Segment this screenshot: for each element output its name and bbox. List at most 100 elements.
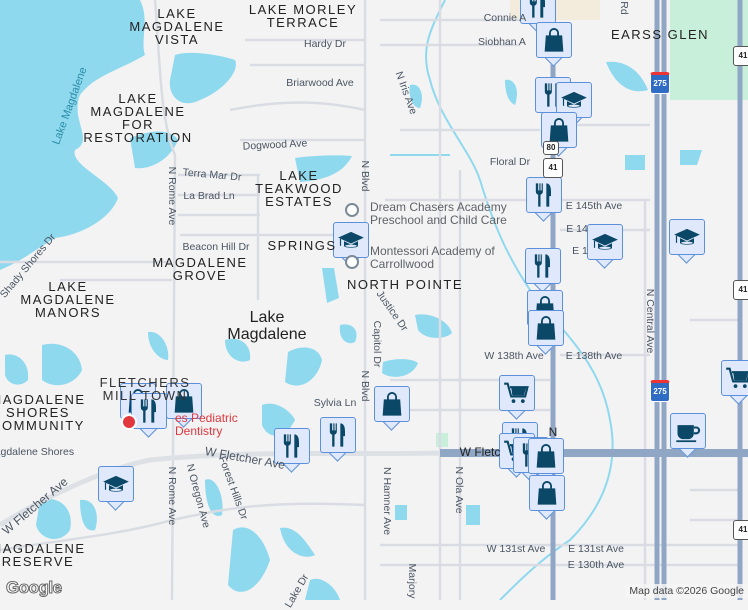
street-floral-dr: Floral Dr: [489, 156, 531, 168]
restaurant-marker[interactable]: [520, 0, 556, 33]
street-e-144: E 14: [566, 223, 588, 235]
pond: [680, 150, 702, 165]
park: [436, 433, 448, 447]
area-magdalene-grove: MAGDALENE GROVE: [152, 255, 248, 283]
shopping-icon: [533, 479, 561, 507]
pond: [395, 505, 407, 520]
pond: [228, 527, 270, 592]
pond: [148, 331, 169, 360]
area-north-pointe: NORTH POINTE: [347, 277, 463, 292]
street-rd: Rd: [618, 1, 630, 15]
pond: [169, 52, 236, 104]
shopping-marker[interactable]: [374, 386, 410, 431]
restaurant-marker[interactable]: [320, 417, 356, 462]
marker-box: [131, 393, 167, 429]
pond: [606, 61, 648, 92]
poi-dream-chasers-academy[interactable]: Dream Chasers Academy Preschool and Chil…: [370, 200, 507, 227]
shopping-icon: [545, 116, 573, 144]
marker-box: [526, 177, 562, 213]
shopping-icon: [532, 442, 560, 470]
street-la-brad-ln: La Brad Ln: [183, 190, 235, 202]
school-icon: [560, 86, 588, 114]
restaurant-icon: [324, 421, 352, 449]
school-marker[interactable]: [333, 222, 369, 267]
area-lake-teakwood-estates: LAKE TEAKWOOD ESTATES: [255, 168, 343, 209]
school-marker[interactable]: [669, 219, 705, 264]
street-e-145th-ave: E 145th Ave: [565, 200, 623, 212]
street-briarwood-ave: Briarwood Ave: [286, 77, 354, 89]
street-siobhan: Siobhan A: [478, 36, 526, 48]
us-41-shield-icon: 41: [543, 158, 563, 178]
school-marker[interactable]: [587, 224, 623, 269]
street-capitol-dr: Capitol Dr: [371, 320, 383, 368]
marker-box: [525, 248, 561, 284]
us-41-shield-icon: 41: [733, 280, 748, 300]
street-n: N: [548, 425, 558, 439]
restaurant-marker[interactable]: [131, 393, 167, 438]
street-connie: Connie A: [483, 12, 527, 24]
street-w-fletcher-ave-east: W Fletc: [459, 445, 501, 459]
shopping-marker[interactable]: [529, 475, 565, 520]
marker-box: [320, 417, 356, 453]
pond: [322, 268, 339, 303]
school-icon: [102, 470, 130, 498]
marker-box: [333, 222, 369, 258]
shopping-marker[interactable]: [528, 438, 564, 483]
street-e-130th-ave: E 130th Ave: [567, 559, 625, 571]
area-springs: SPRINGS: [267, 238, 337, 253]
restaurant-marker[interactable]: [274, 428, 310, 473]
shopping-marker[interactable]: [166, 383, 202, 428]
street-beacon-hill-dr: Beacon Hill Dr: [182, 241, 250, 253]
dentist-pin-icon[interactable]: [121, 414, 137, 430]
street-marjory: Marjory: [406, 563, 418, 599]
pond: [382, 359, 418, 377]
poi-pin-icon[interactable]: [345, 255, 359, 269]
arterial-roads: [0, 450, 441, 528]
area-lake-morley-terrace: LAKE MORLEY TERRACE: [248, 2, 358, 30]
pond: [625, 155, 645, 170]
cafe-marker[interactable]: [670, 413, 706, 458]
grocery-marker[interactable]: [721, 360, 748, 405]
poi-montessori-academy[interactable]: Montessori Academy of Carrollwood: [370, 244, 495, 271]
marker-box: [669, 219, 705, 255]
marker-box: [499, 375, 535, 411]
street-n-central-ave: N Central Ave: [644, 288, 656, 354]
marker-box: [520, 0, 556, 24]
poi-pin-icon[interactable]: [345, 203, 359, 217]
poi-pediatric-dentistry[interactable]: es Pediatric Dentistry: [175, 411, 238, 438]
area-lake-magdalene-for-restoration: LAKE MAGDALENE FOR RESTORATION: [83, 91, 193, 145]
pond: [262, 403, 295, 436]
marker-box: [721, 360, 748, 396]
marker-box: [536, 22, 572, 58]
school-icon: [591, 228, 619, 256]
street-sylvia-ln: Sylvia Ln: [313, 397, 357, 409]
pond: [295, 155, 352, 182]
grocery-marker[interactable]: [499, 375, 535, 420]
grocery-icon: [725, 364, 748, 392]
water-bodies: [0, 0, 702, 600]
area-lake-magdalene-vista: LAKE MAGDALENE VISTA: [129, 6, 225, 47]
google-logo[interactable]: Google: [6, 578, 63, 598]
area-lake-magdalene-town: Lake Magdalene: [227, 309, 307, 343]
shopping-marker[interactable]: [536, 22, 572, 67]
street-n-blvd-south: N Blvd: [359, 370, 371, 402]
pond: [409, 84, 422, 108]
restaurant-marker[interactable]: [526, 177, 562, 222]
school-marker[interactable]: [98, 466, 134, 511]
map-attribution[interactable]: Map data ©2026 Google: [625, 584, 748, 598]
marker-box: [670, 413, 706, 449]
pond: [285, 347, 322, 386]
lake-magdalene: [0, 0, 145, 270]
street-w-138th-ave: W 138th Ave: [484, 350, 544, 362]
pond: [80, 499, 97, 531]
street-e-1: E 1: [572, 245, 588, 257]
restaurant-marker[interactable]: [525, 248, 561, 293]
school-icon: [337, 226, 365, 254]
street-n-blvd: N Blvd: [359, 160, 371, 192]
pond: [415, 314, 452, 338]
grocery-icon: [503, 379, 531, 407]
marker-box: [274, 428, 310, 464]
shopping-marker[interactable]: [528, 310, 564, 355]
pond: [5, 354, 29, 385]
pond: [305, 578, 340, 600]
